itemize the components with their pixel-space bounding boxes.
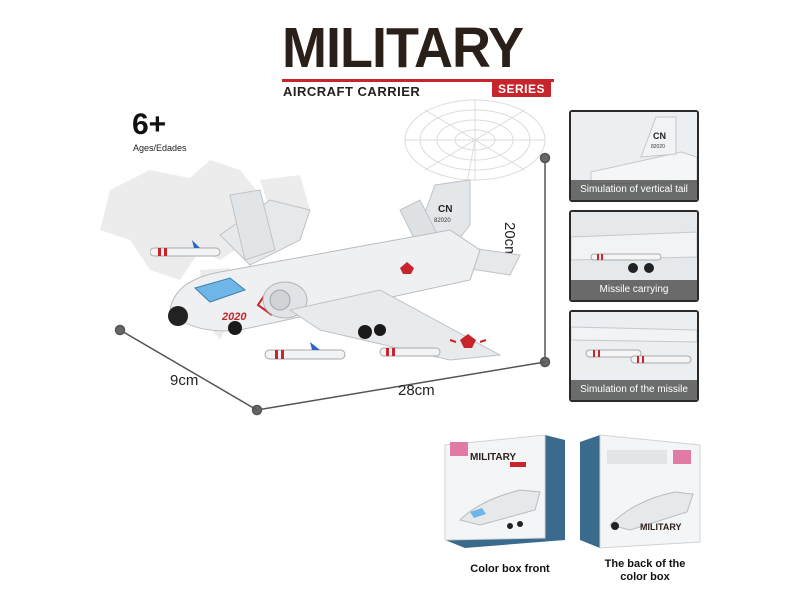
panel-tail-number: 82020	[651, 144, 665, 150]
color-box-back-caption-line2: color box	[620, 571, 670, 583]
tail-number: 82020	[434, 218, 451, 224]
feature-panel-vertical-tail: CN 82020 Simulation of vertical tail	[569, 110, 699, 202]
age-label: Ages/Edades	[133, 143, 187, 153]
feature-caption-vertical-tail: Simulation of vertical tail	[571, 180, 697, 200]
length-dimension-label: 28cm	[398, 382, 435, 399]
feature-caption-missile: Simulation of the missile	[571, 380, 697, 400]
series-badge: SERIES	[492, 81, 552, 97]
panel-tail-code: CN	[653, 131, 666, 141]
feature-panel-missile: Simulation of the missile	[569, 310, 699, 402]
color-box-front-caption: Color box front	[470, 563, 550, 575]
color-box-back-caption-line1: The back of the	[604, 558, 686, 570]
width-dimension-label: 9cm	[170, 372, 199, 389]
radar-dish-background	[404, 99, 546, 221]
color-box-back-image: MILITARY	[580, 434, 701, 549]
feature-caption-missile-carrying: Missile carrying	[571, 280, 697, 300]
nose-number: 2020	[221, 311, 247, 323]
color-box-front-image: MILITARY	[444, 434, 565, 548]
title-divider	[282, 79, 554, 82]
age-rating: 6+	[132, 108, 167, 141]
tail-code: CN	[438, 204, 452, 215]
brand-title: MILITARY	[282, 16, 524, 80]
box-front-title: MILITARY	[470, 452, 516, 463]
box-back-title: MILITARY	[640, 522, 682, 532]
product-subtitle: AIRCRAFT CARRIER	[283, 84, 421, 99]
feature-panel-missile-carrying: Missile carrying	[569, 210, 699, 302]
aircraft-model-image: CN 82020 2020	[150, 179, 521, 361]
